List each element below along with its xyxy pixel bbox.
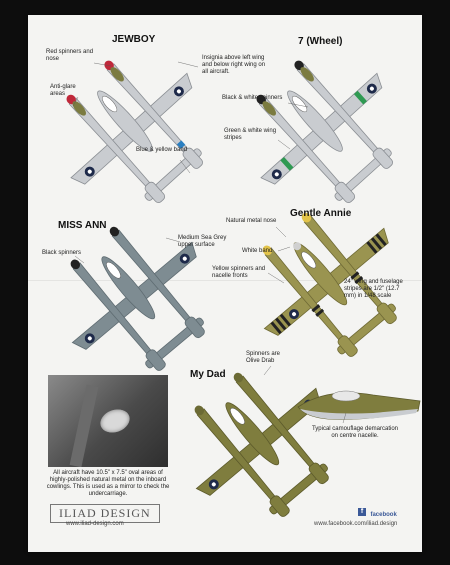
fold-line xyxy=(28,280,422,281)
title-miss-ann: MISS ANN xyxy=(58,220,107,231)
aircraft-wheel xyxy=(223,31,422,237)
polished-oval xyxy=(97,405,133,437)
facebook-label: facebook xyxy=(370,512,397,518)
title-wheel: 7 (Wheel) xyxy=(298,36,343,47)
leader-lines xyxy=(72,61,347,424)
aircraft-illustrations xyxy=(33,31,422,549)
aircraft-jewboy xyxy=(33,31,240,237)
callout-insignia: Insignia above left wing and below right… xyxy=(202,55,266,75)
callout-gw-stripes: Green & white wing stripes xyxy=(224,128,277,141)
callout-yellow-spinners: Yellow spinners and nacelle fronts xyxy=(212,266,266,279)
aircraft-my-dad xyxy=(159,344,367,549)
callout-olive-spinners: Spinners are Olive Drab xyxy=(246,351,281,364)
callout-black-spinners: Black spinners xyxy=(42,250,82,256)
cowling-photo xyxy=(48,375,168,467)
facebook-badge[interactable]: f facebook xyxy=(358,503,397,521)
callout-oval-note: All aircraft have 10.5" x 7.5" oval area… xyxy=(46,470,170,497)
facebook-url[interactable]: www.facebook.com/iliad.design xyxy=(314,521,398,527)
brand-logo: ILIAD DESIGN xyxy=(50,504,160,523)
callout-sea-grey: Medium Sea Grey upper surface xyxy=(178,235,227,248)
facebook-icon: f xyxy=(358,507,366,516)
callout-stripes-note: 24" wing and fuselage stripes are 1/2" (… xyxy=(344,279,403,299)
callout-anti-glare: Anti-glare areas xyxy=(50,84,76,97)
callout-blue-yellow: Blue & yellow band xyxy=(136,147,188,153)
callout-white-band: White band xyxy=(242,248,273,254)
website-link[interactable]: www.iliad-design.com xyxy=(66,521,124,527)
decal-sheet: JEWBOY 7 (Wheel) MISS ANN Gentle Annie M… xyxy=(28,15,422,552)
undercarriage-strut xyxy=(69,384,99,467)
title-my-dad: My Dad xyxy=(190,369,226,380)
callout-camo-demarcation: Typical camouflage demarcation on centre… xyxy=(311,426,399,439)
title-gentle-annie: Gentle Annie xyxy=(290,208,352,219)
callout-bw-spinners: Black & white spinners xyxy=(222,95,283,101)
callout-red-spinners: Red spinners and nose xyxy=(46,49,94,62)
nacelle-side-view xyxy=(297,390,421,420)
callout-natural-nose: Natural metal nose xyxy=(226,218,277,224)
aircraft-miss-ann xyxy=(35,198,243,403)
title-jewboy: JEWBOY xyxy=(112,34,156,45)
aircraft-gentle-annie xyxy=(227,184,422,389)
